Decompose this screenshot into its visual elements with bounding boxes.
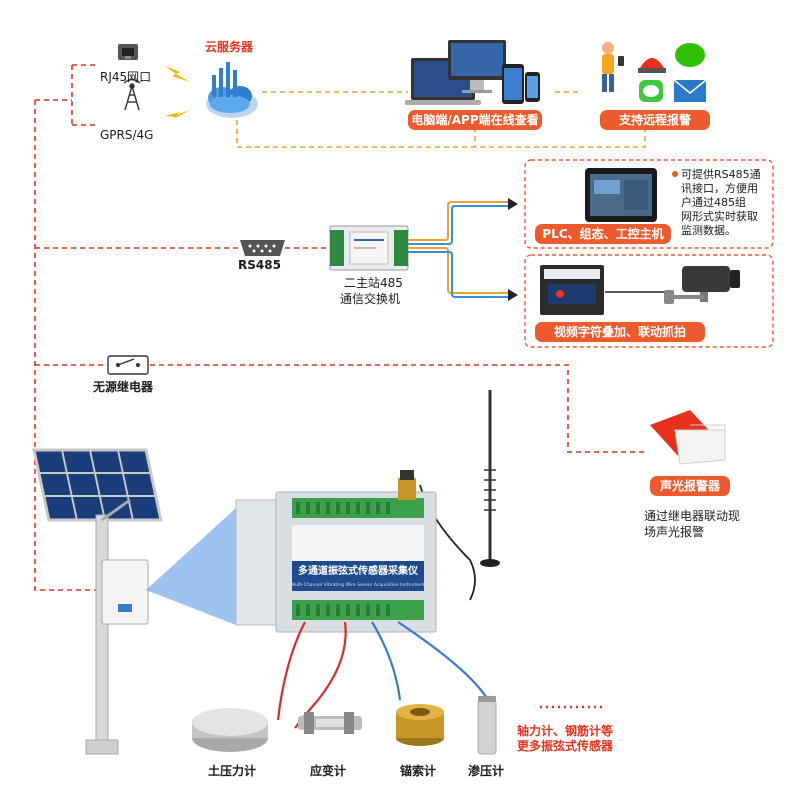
switch-label-line1: 二主站485 — [344, 276, 403, 290]
earth-pressure-sensor-icon — [192, 708, 268, 752]
cloud-server-label: 云服务器 — [205, 40, 254, 54]
wireless-lightning-icon — [165, 66, 190, 120]
rj45-port-icon — [118, 44, 138, 60]
plc-monitor-icon — [585, 168, 657, 222]
plc-note: 可提供RS485通 讯接口，方便用 户通过485组 网形式实时获取 监测数据。 — [681, 168, 761, 238]
device-title: 多通道振弦式传感器采集仪 — [298, 564, 419, 577]
pc-app-view-button: 电脑端/APP端在线查看 — [408, 110, 542, 130]
bullet-dot-icon — [672, 171, 678, 177]
more-sensors-line1: 轴力计、钢筋计等 — [517, 724, 614, 738]
rs485-switch-device — [329, 225, 409, 271]
pc-laptop-icon — [405, 40, 540, 105]
acquisition-device — [235, 470, 437, 633]
bus-lines — [408, 201, 508, 298]
more-sensors-line2: 更多振弦式传感器 — [517, 739, 614, 753]
buzzer-note-line: 通过继电器联动现 — [644, 509, 741, 523]
anchor-cable-label: 锚索计 — [400, 764, 437, 778]
rs485-port-icon — [240, 240, 285, 256]
cell-tower-icon — [123, 78, 141, 111]
plc-note-line: 户通过485组 — [681, 196, 746, 209]
relay-label: 无源继电器 — [93, 380, 154, 394]
remote-alarm-button: 支持远程报警 — [600, 110, 710, 130]
buzzer-alarm-icon — [650, 410, 726, 465]
rj45-label: RJ45网口 — [100, 70, 152, 84]
plc-note-line: 网形式实时获取 — [681, 210, 758, 223]
plc-host-button: PLC、组态、工控主机 — [535, 224, 671, 244]
seepage-sensor-icon — [477, 696, 497, 755]
red-dashed-lines — [34, 64, 648, 591]
strain-gauge-label: 应变计 — [310, 764, 347, 778]
surveillance-camera-icon — [664, 266, 740, 304]
zoom-beam — [146, 508, 236, 625]
video-box — [524, 254, 774, 348]
earth-pressure-label: 土压力计 — [208, 764, 257, 778]
video-overlay-button: 视频字符叠加、联动抓拍 — [535, 322, 705, 342]
buzzer-note-line: 场声光报警 — [644, 525, 705, 539]
seepage-label: 渗压计 — [468, 764, 505, 778]
plc-box — [524, 159, 774, 249]
relay-icon — [107, 355, 149, 375]
buzzer-note: 通过继电器联动现 场声光报警 — [644, 508, 740, 540]
anchor-cable-sensor-icon — [396, 704, 444, 746]
cloud-server-icon — [206, 62, 258, 118]
video-overlay-device-icon — [540, 265, 604, 315]
rs485-label: RS485 — [238, 258, 281, 272]
plc-note-line: 讯接口，方便用 — [681, 182, 758, 195]
strain-gauge-sensor-icon — [298, 712, 362, 734]
remote-alarm-icons — [602, 42, 707, 102]
arrow-to-video-icon — [508, 289, 518, 301]
switch-label-line2: 通信交换机 — [340, 292, 401, 306]
solar-pole-icon — [32, 448, 163, 755]
buzzer-alarm-button: 声光报警器 — [650, 476, 730, 496]
device-subtitle: Multi-Channel Vibrating Wire Sensor Acqu… — [291, 582, 425, 588]
plc-note-line: 监测数据。 — [681, 224, 736, 237]
gprs-label: GPRS/4G — [100, 128, 154, 142]
arrow-to-plc-icon — [508, 198, 518, 210]
plc-note-line: 可提供RS485通 — [681, 168, 761, 181]
